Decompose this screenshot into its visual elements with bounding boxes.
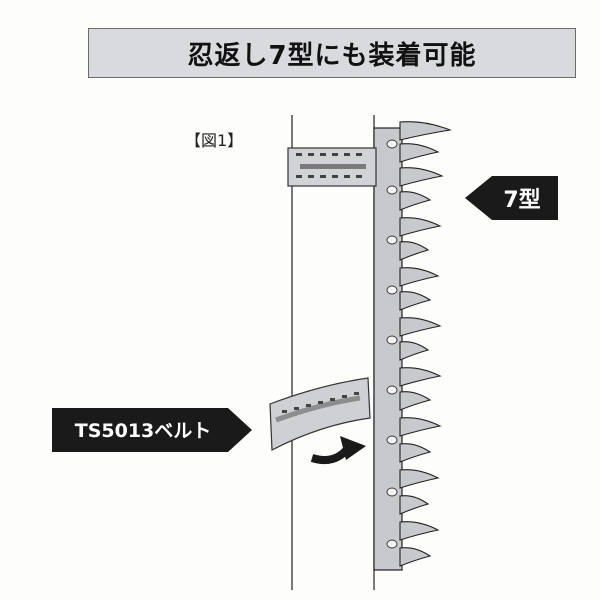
spike bbox=[399, 267, 440, 287]
spike-hole bbox=[386, 285, 398, 295]
belt-hole bbox=[354, 392, 359, 395]
belt-hole bbox=[306, 404, 311, 407]
belt-hole bbox=[294, 407, 299, 410]
bracket-hole bbox=[308, 153, 314, 156]
title-banner: 忍返し7型にも装着可能 bbox=[88, 28, 576, 78]
spike bbox=[399, 521, 440, 541]
spike-hole bbox=[386, 435, 398, 445]
belt-callout: TS5013ベルト bbox=[52, 408, 252, 452]
spike-hole bbox=[386, 385, 398, 395]
bracket-hole bbox=[320, 153, 326, 156]
belt-hole bbox=[330, 398, 335, 401]
spike-hole bbox=[386, 539, 398, 549]
spike bbox=[399, 391, 432, 411]
bracket-hole bbox=[356, 175, 362, 178]
bracket-hole bbox=[332, 175, 338, 178]
belt-hole bbox=[318, 401, 323, 404]
bracket-hole bbox=[356, 153, 362, 156]
spike-hole bbox=[386, 139, 398, 149]
belt-hole bbox=[282, 410, 287, 413]
bracket-hole bbox=[320, 175, 326, 178]
type7-label: 7型 bbox=[503, 188, 540, 213]
bracket-hole bbox=[344, 175, 350, 178]
spike bbox=[399, 241, 430, 261]
spike-hole bbox=[386, 185, 398, 195]
bracket-hole bbox=[332, 153, 338, 156]
belt-band bbox=[269, 377, 371, 451]
spike bbox=[399, 121, 453, 141]
spike bbox=[399, 367, 442, 387]
spike bbox=[399, 341, 430, 361]
spike bbox=[399, 167, 444, 187]
bracket-hole bbox=[296, 175, 302, 178]
spike bbox=[399, 469, 440, 489]
bracket-hole bbox=[308, 175, 314, 178]
spike-hole bbox=[386, 235, 398, 245]
top-bracket bbox=[287, 147, 377, 187]
type7-callout: 7型 bbox=[465, 176, 558, 220]
figure-label: 【図1】 bbox=[185, 131, 244, 150]
spike bbox=[399, 317, 442, 337]
spike-hole bbox=[386, 487, 398, 497]
spike bbox=[399, 495, 430, 515]
spike bbox=[399, 417, 442, 437]
spike bbox=[399, 143, 440, 163]
spike bbox=[399, 443, 432, 463]
spike bbox=[399, 191, 432, 211]
page-title: 忍返し7型にも装着可能 bbox=[187, 40, 477, 71]
spike-strip-body bbox=[373, 127, 403, 571]
install-arrow bbox=[310, 436, 366, 464]
belt-hole bbox=[342, 395, 347, 398]
belt-label: TS5013ベルト bbox=[75, 420, 212, 442]
spike bbox=[399, 291, 432, 311]
spike-strip bbox=[373, 121, 453, 571]
spike bbox=[399, 547, 432, 567]
spike-hole bbox=[386, 335, 398, 345]
bracket-hole bbox=[296, 153, 302, 156]
bracket-hole bbox=[344, 153, 350, 156]
spike bbox=[399, 217, 442, 237]
